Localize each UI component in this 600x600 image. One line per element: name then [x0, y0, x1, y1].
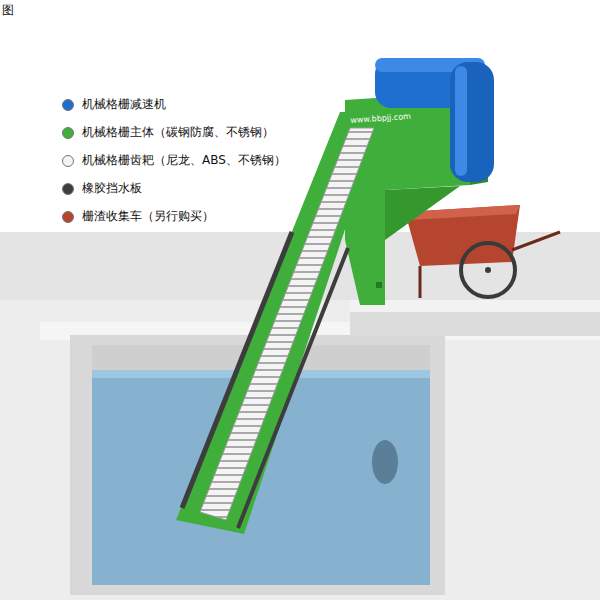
rake-teeth-chain — [200, 128, 374, 520]
legend-text: 栅渣收集车（另行购买） — [82, 208, 214, 225]
legend-text: 机械格栅减速机 — [82, 96, 166, 113]
platform-front — [350, 312, 600, 336]
inlet-pipe-hole — [372, 440, 398, 484]
legend-swatch — [62, 183, 74, 195]
corner-label: 图 — [2, 2, 14, 19]
platform-top — [350, 300, 600, 312]
collection-cart — [405, 205, 560, 298]
legend-row: 机械格栅齿耙（尼龙、ABS、不锈钢） — [62, 152, 286, 169]
rubber-baffle — [238, 248, 348, 528]
legend-swatch — [62, 127, 74, 139]
legend-swatch — [62, 99, 74, 111]
legend-swatch — [62, 155, 74, 167]
legend-swatch — [62, 211, 74, 223]
legend-row: 机械格栅主体（碳钢防腐、不锈钢） — [62, 124, 274, 141]
legend-text: 橡胶挡水板 — [82, 180, 142, 197]
legend-text: 机械格栅主体（碳钢防腐、不锈钢） — [82, 124, 274, 141]
legend-row: 橡胶挡水板 — [62, 180, 142, 197]
rubber-baffle — [182, 232, 292, 508]
legend-text: 机械格栅齿耙（尼龙、ABS、不锈钢） — [82, 152, 286, 169]
legend-row: 机械格栅减速机 — [62, 96, 166, 113]
legend-row: 栅渣收集车（另行购买） — [62, 208, 214, 225]
